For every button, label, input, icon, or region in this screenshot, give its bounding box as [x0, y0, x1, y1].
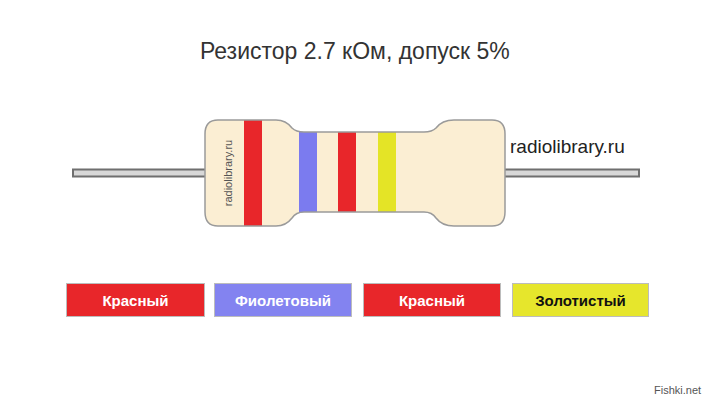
color-name: Золотистый: [535, 292, 626, 309]
color-name-box: Золотистый: [512, 283, 649, 317]
color-name: Красный: [102, 292, 168, 309]
color-name: Фиолетовый: [235, 292, 331, 309]
color-band: [244, 110, 262, 240]
vertical-watermark: radiolibrary.ru: [222, 140, 234, 206]
color-band: [378, 110, 396, 240]
color-name-box: Красный: [66, 283, 205, 317]
color-band: [338, 110, 356, 240]
corner-watermark: Fishki.net: [654, 384, 701, 396]
color-name: Красный: [399, 292, 465, 309]
color-name-box: Фиолетовый: [214, 283, 352, 317]
title: Резистор 2.7 кОм, допуск 5%: [200, 38, 510, 65]
color-name-box: Красный: [363, 283, 501, 317]
resistor-body: [205, 110, 505, 240]
color-band: [299, 110, 317, 240]
site-label: radiolibrary.ru: [510, 136, 625, 158]
